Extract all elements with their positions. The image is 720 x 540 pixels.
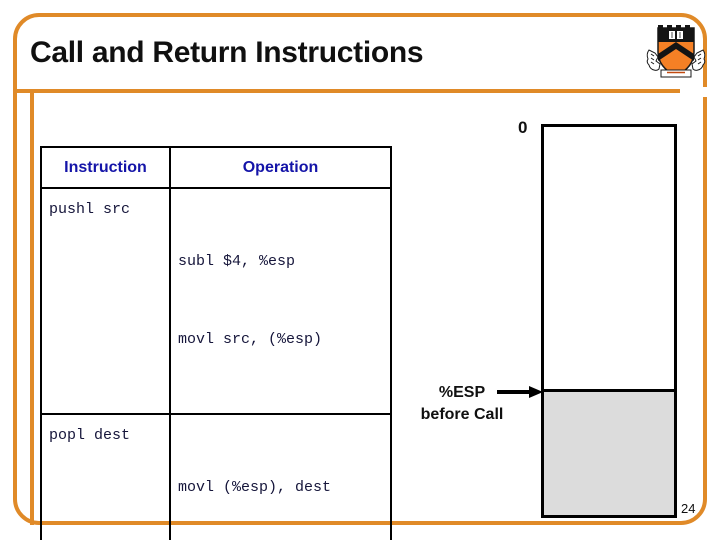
table-body: pushl src subl $4, %esp movl src, (%esp)… (40, 187, 392, 540)
operation-line: subl $4, %esp (178, 253, 296, 270)
princeton-shield-logo (645, 20, 707, 86)
stack-top-address-label: 0 (518, 118, 528, 137)
instruction-operation-table: Instruction Operation pushl src subl $4,… (40, 146, 392, 540)
cell-operation: movl (%esp), dest addl $4, %esp (169, 413, 392, 540)
column-header-operation: Operation (169, 146, 392, 189)
table-row: popl dest movl (%esp), dest addl $4, %es… (40, 413, 392, 540)
cell-instruction: popl dest (40, 413, 171, 540)
table-row: pushl src subl $4, %esp movl src, (%esp) (40, 187, 392, 415)
operation-line: movl (%esp), dest (178, 479, 332, 496)
stack-used-region (544, 389, 674, 515)
page-number: 24 (681, 501, 696, 516)
page-title: Call and Return Instructions (30, 36, 424, 69)
operation-line: movl src, (%esp) (178, 331, 323, 348)
esp-pointer-label-line1: %ESP (438, 384, 486, 401)
esp-pointer-label: %ESP before Call (408, 382, 516, 426)
esp-pointer-arrow-icon (497, 385, 543, 399)
table-header-row: Instruction Operation (40, 146, 392, 189)
slide-frame-inner-vertical (30, 89, 34, 525)
column-header-instruction: Instruction (40, 146, 171, 189)
cell-instruction: pushl src (40, 187, 171, 415)
esp-pointer-label-line2: before Call (420, 406, 504, 423)
frame-corner-mask (680, 87, 710, 97)
stack-memory-box (541, 124, 677, 518)
slide-frame-divider (13, 89, 707, 93)
cell-operation: subl $4, %esp movl src, (%esp) (169, 187, 392, 415)
